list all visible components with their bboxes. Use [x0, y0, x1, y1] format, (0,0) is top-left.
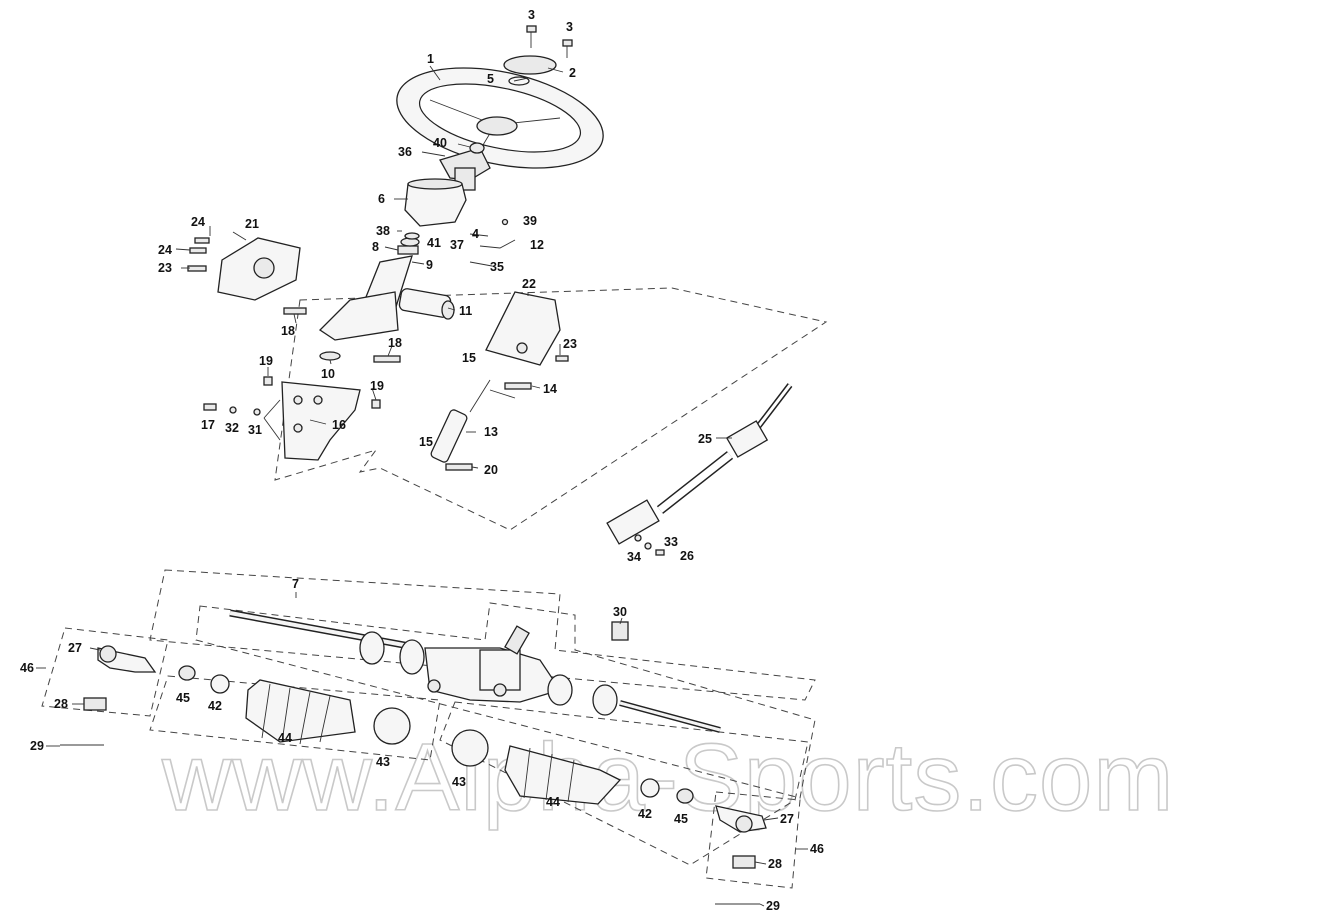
callout-25: 25	[698, 432, 712, 446]
callout-36: 36	[398, 145, 412, 159]
steering-rack	[229, 609, 721, 733]
callout-3: 3	[566, 20, 573, 34]
gas-strut	[430, 379, 516, 463]
assembly-outlines	[41, 287, 828, 889]
callout-37: 37	[450, 238, 464, 252]
lock-switch	[398, 288, 455, 320]
callout-41: 41	[427, 236, 441, 250]
callout-34: 34	[627, 550, 641, 564]
callout-30: 30	[613, 605, 627, 619]
callout-43: 43	[376, 755, 390, 769]
callout-17: 17	[201, 418, 215, 432]
callout-18: 18	[281, 324, 295, 338]
boot-clamps	[178, 665, 694, 804]
callout-40: 40	[433, 136, 447, 150]
callout-6: 6	[378, 192, 385, 206]
column-tube	[318, 232, 420, 341]
callout-14: 14	[543, 382, 557, 396]
callout-29: 29	[766, 899, 780, 913]
small-hardware	[469, 218, 516, 267]
callout-44: 44	[546, 795, 560, 809]
steering-wheel	[396, 67, 604, 169]
tie-rod-end-right	[715, 805, 767, 905]
callout-16: 16	[332, 418, 346, 432]
column-cover-upper	[187, 237, 301, 301]
callout-15: 15	[462, 351, 476, 365]
callout-12: 12	[530, 238, 544, 252]
callout-21: 21	[245, 217, 259, 231]
callout-11: 11	[459, 304, 472, 318]
callout-23: 23	[563, 337, 577, 351]
callout-26: 26	[680, 549, 694, 563]
callout-32: 32	[225, 421, 239, 435]
column-cover-lower	[485, 291, 569, 366]
callout-24: 24	[158, 243, 172, 257]
callout-labels: 1 2 3 3 4 5 6 7 8 9 10 11 12 13 14 15 15…	[20, 8, 824, 913]
callout-23: 23	[158, 261, 172, 275]
callout-10: 10	[321, 367, 335, 381]
callout-39: 39	[523, 214, 537, 228]
screw-3a	[526, 25, 537, 48]
callout-31: 31	[248, 423, 262, 437]
callout-28: 28	[54, 697, 68, 711]
rack-boot-right	[504, 745, 622, 805]
callout-45: 45	[176, 691, 190, 705]
callout-1: 1	[427, 52, 434, 66]
callout-46: 46	[20, 661, 34, 675]
callout-42: 42	[638, 807, 652, 821]
rack-boot-left	[245, 679, 356, 745]
callout-8: 8	[372, 240, 379, 254]
watermark-text: www.Alpha-Sports.com	[161, 724, 1174, 831]
callout-5: 5	[487, 72, 494, 86]
callout-44: 44	[278, 731, 292, 745]
callout-28: 28	[768, 857, 782, 871]
callout-38: 38	[376, 224, 390, 238]
callout-43: 43	[452, 775, 466, 789]
callout-27: 27	[68, 641, 82, 655]
callout-29: 29	[30, 739, 44, 753]
callout-9: 9	[426, 258, 433, 272]
callout-22: 22	[522, 277, 536, 291]
column-cover-cone	[404, 178, 467, 227]
callout-24: 24	[191, 215, 205, 229]
intermediate-shaft	[606, 383, 793, 556]
callout-27: 27	[780, 812, 794, 826]
mounting-bracket	[203, 376, 381, 461]
callout-2: 2	[569, 66, 576, 80]
callout-19: 19	[259, 354, 273, 368]
leader-lines	[36, 65, 808, 907]
callout-35: 35	[490, 260, 504, 274]
screw-3b	[562, 39, 573, 58]
tie-rod-end-left	[60, 645, 157, 746]
callout-20: 20	[484, 463, 498, 477]
callout-3: 3	[528, 8, 535, 22]
callout-42: 42	[208, 699, 222, 713]
callout-19: 19	[370, 379, 384, 393]
callout-18: 18	[388, 336, 402, 350]
callout-45: 45	[674, 812, 688, 826]
callout-7: 7	[292, 577, 299, 591]
callout-33: 33	[664, 535, 678, 549]
callout-15: 15	[419, 435, 433, 449]
callout-46: 46	[810, 842, 824, 856]
callout-4: 4	[472, 227, 479, 241]
callout-13: 13	[484, 425, 498, 439]
